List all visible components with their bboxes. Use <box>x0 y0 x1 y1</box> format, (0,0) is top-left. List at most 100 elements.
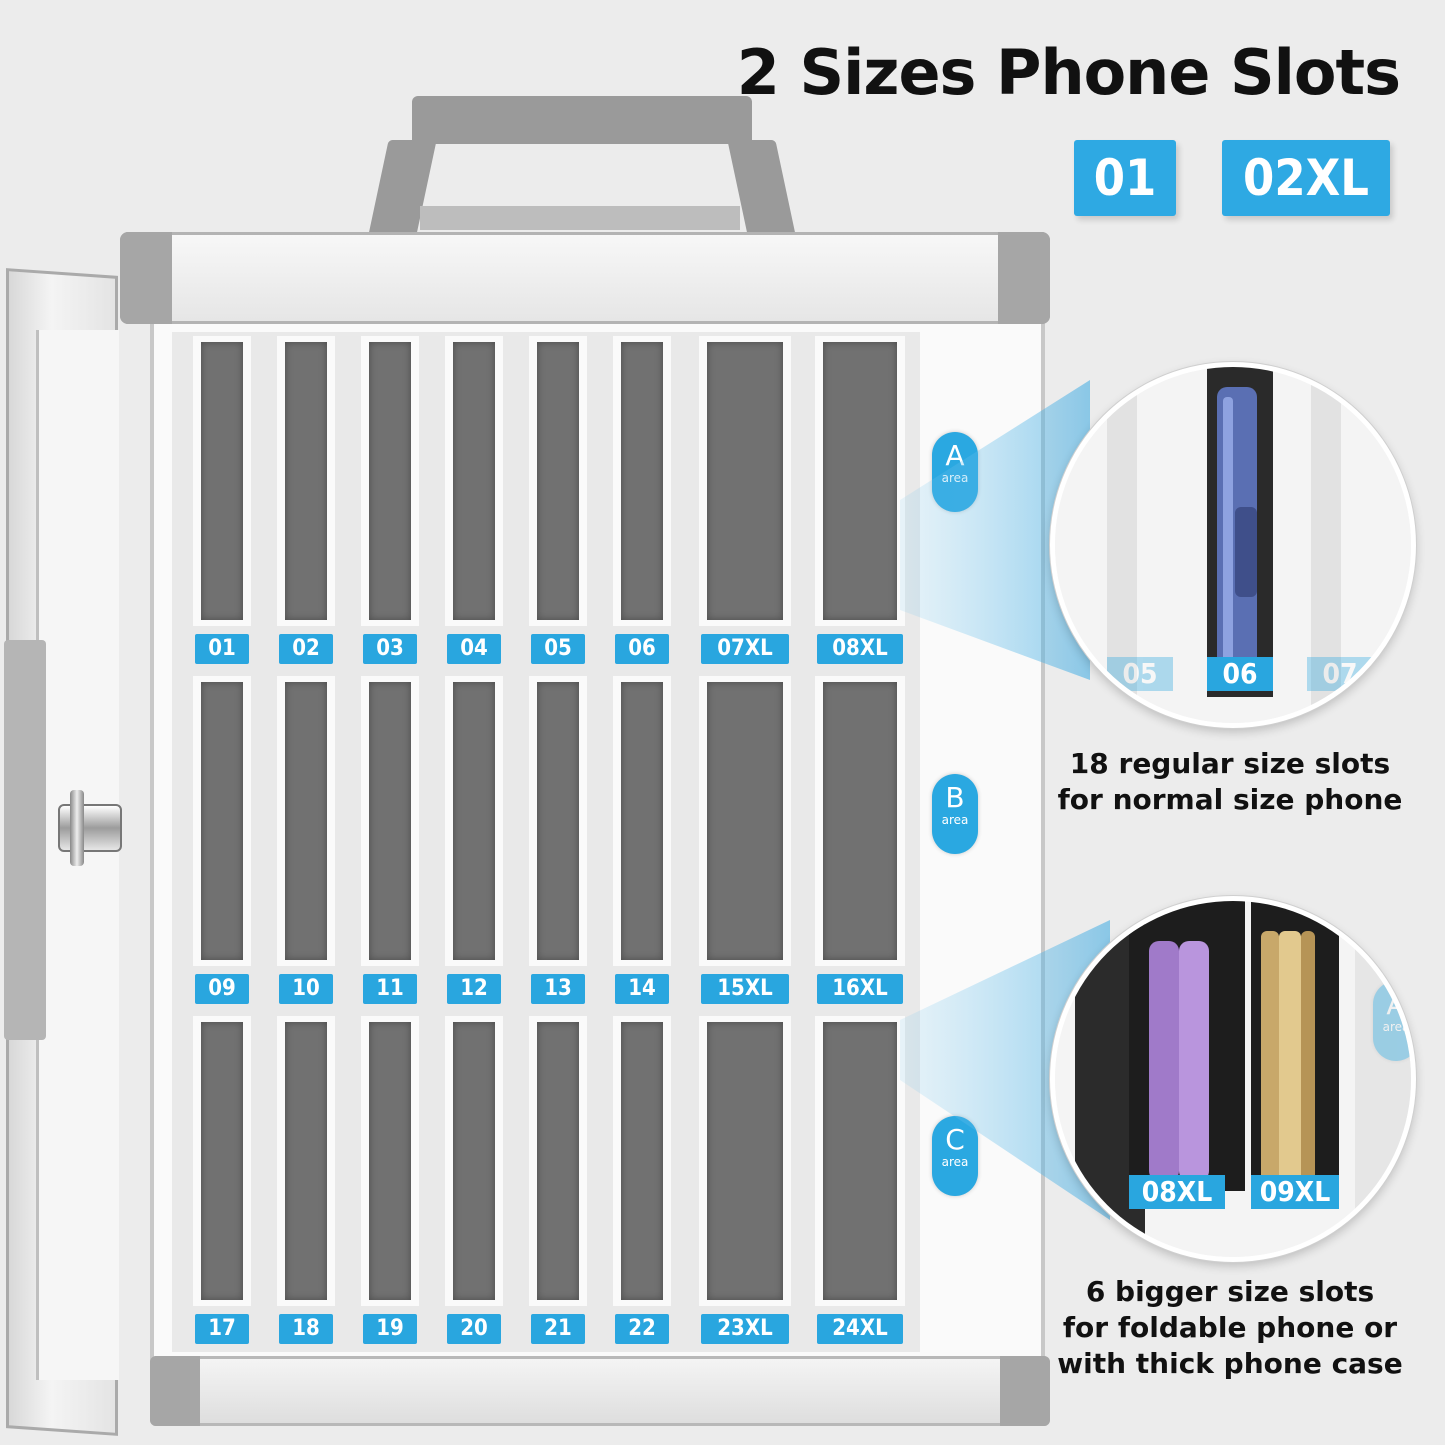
slot-cavity <box>707 342 783 620</box>
phone-slot <box>613 676 671 966</box>
corner-guard-top-left <box>120 232 172 324</box>
slot-number-label: 03 <box>363 634 417 664</box>
phone-slot <box>613 1016 671 1306</box>
slot-cavity <box>369 1022 411 1300</box>
door-hinge <box>4 640 46 1040</box>
corner-guard-bottom-right <box>1000 1356 1050 1426</box>
slot-cavity <box>453 1022 495 1300</box>
slot-number-label: 10 <box>279 974 333 1004</box>
phone-slot <box>193 1016 251 1306</box>
slot-cavity <box>707 1022 783 1300</box>
area-c-badge: C area <box>932 1116 978 1196</box>
area-word: area <box>941 1155 969 1169</box>
area-word: area <box>1382 1020 1410 1034</box>
slot-cavity <box>823 682 897 960</box>
area-letter: B <box>945 781 965 814</box>
caption-line: for normal size phone <box>1057 783 1403 816</box>
phone-slot <box>277 676 335 966</box>
zoom-slot-label: 05 <box>1107 657 1173 691</box>
phone-slot <box>361 1016 419 1306</box>
phone-slot <box>699 1016 791 1306</box>
slot-number-label: 07XL <box>701 634 789 664</box>
regular-phone-illustration <box>1055 367 1411 723</box>
slot-number-label: 14 <box>615 974 669 1004</box>
slot-number-label: 22 <box>615 1314 669 1344</box>
slot-cavity <box>285 682 327 960</box>
slot-number-label: 18 <box>279 1314 333 1344</box>
slot-cavity <box>537 1022 579 1300</box>
corner-guard-top-right <box>998 232 1050 324</box>
slot-number-label: 19 <box>363 1314 417 1344</box>
phone-slot <box>815 1016 905 1306</box>
phone-slot <box>613 336 671 626</box>
lock-key-icon <box>70 790 84 866</box>
slot-number-label: 15XL <box>701 974 789 1004</box>
slot-number-label: 12 <box>447 974 501 1004</box>
phone-slot <box>699 336 791 626</box>
handle-grip <box>420 206 740 230</box>
slot-number-label: 01 <box>195 634 249 664</box>
area-letter: A <box>1386 988 1406 1021</box>
phone-slot <box>277 336 335 626</box>
zoom-slot-label: 08XL <box>1129 1175 1225 1209</box>
slot-number-label: 06 <box>615 634 669 664</box>
slot-cavity <box>537 682 579 960</box>
slot-number-label: 13 <box>531 974 585 1004</box>
slot-cavity <box>369 342 411 620</box>
slot-cavity <box>201 342 243 620</box>
phone-slot <box>445 1016 503 1306</box>
zoom-slot-label: 06 <box>1207 657 1273 691</box>
slot-number-label: 17 <box>195 1314 249 1344</box>
phone-slot <box>277 1016 335 1306</box>
phone-slot <box>529 676 587 966</box>
xl-caption: 6 bigger size slots for foldable phone o… <box>1030 1274 1430 1382</box>
case-top-frame <box>120 232 1050 324</box>
regular-caption: 18 regular size slots for normal size ph… <box>1030 746 1430 818</box>
slot-number-label: 02 <box>279 634 333 664</box>
slot-cavity <box>453 682 495 960</box>
phone-slot <box>445 336 503 626</box>
phone-slot <box>193 676 251 966</box>
slot-cavity <box>707 682 783 960</box>
slot-cavity <box>201 682 243 960</box>
slot-cavity <box>285 342 327 620</box>
slot-cavity <box>537 342 579 620</box>
slot-number-label: 04 <box>447 634 501 664</box>
slot-cavity <box>285 1022 327 1300</box>
slot-number-label: 24XL <box>817 1314 903 1344</box>
slot-number-label: 21 <box>531 1314 585 1344</box>
zoom-area-badge: A area <box>1373 981 1411 1061</box>
slot-cavity <box>369 682 411 960</box>
slot-cavity <box>823 1022 897 1300</box>
slot-number-label: 09 <box>195 974 249 1004</box>
zoom-xl-slot: A area 08XL 09XL <box>1050 896 1416 1262</box>
slot-number-label: 16XL <box>817 974 903 1004</box>
headline: 2 Sizes Phone Slots <box>736 36 1401 109</box>
caption-line: with thick phone case <box>1057 1347 1403 1380</box>
slot-cavity <box>621 342 663 620</box>
case-bottom-frame <box>150 1356 1050 1426</box>
carry-handle <box>412 96 752 144</box>
area-b-badge: B area <box>932 774 978 854</box>
slot-cavity <box>823 342 897 620</box>
slot-number-label: 08XL <box>817 634 903 664</box>
foldable-phone-illustration <box>1055 901 1411 1257</box>
slot-number-label: 11 <box>363 974 417 1004</box>
corner-guard-bottom-left <box>150 1356 200 1426</box>
slot-cavity <box>621 682 663 960</box>
caption-line: for foldable phone or <box>1062 1311 1398 1344</box>
area-word: area <box>941 813 969 827</box>
phone-slot <box>815 676 905 966</box>
slot-number-label: 23XL <box>701 1314 789 1344</box>
caption-line: 6 bigger size slots <box>1085 1275 1375 1308</box>
slot-cavity <box>621 1022 663 1300</box>
phone-slot <box>699 676 791 966</box>
caption-line: 18 regular size slots <box>1069 747 1391 780</box>
regular-size-badge: 01 <box>1074 140 1176 216</box>
phone-slot <box>815 336 905 626</box>
lock[interactable] <box>58 804 122 852</box>
zoom-slot-label: 09XL <box>1251 1175 1339 1209</box>
phone-slot <box>529 336 587 626</box>
phone-slot <box>445 676 503 966</box>
slot-number-label: 05 <box>531 634 585 664</box>
